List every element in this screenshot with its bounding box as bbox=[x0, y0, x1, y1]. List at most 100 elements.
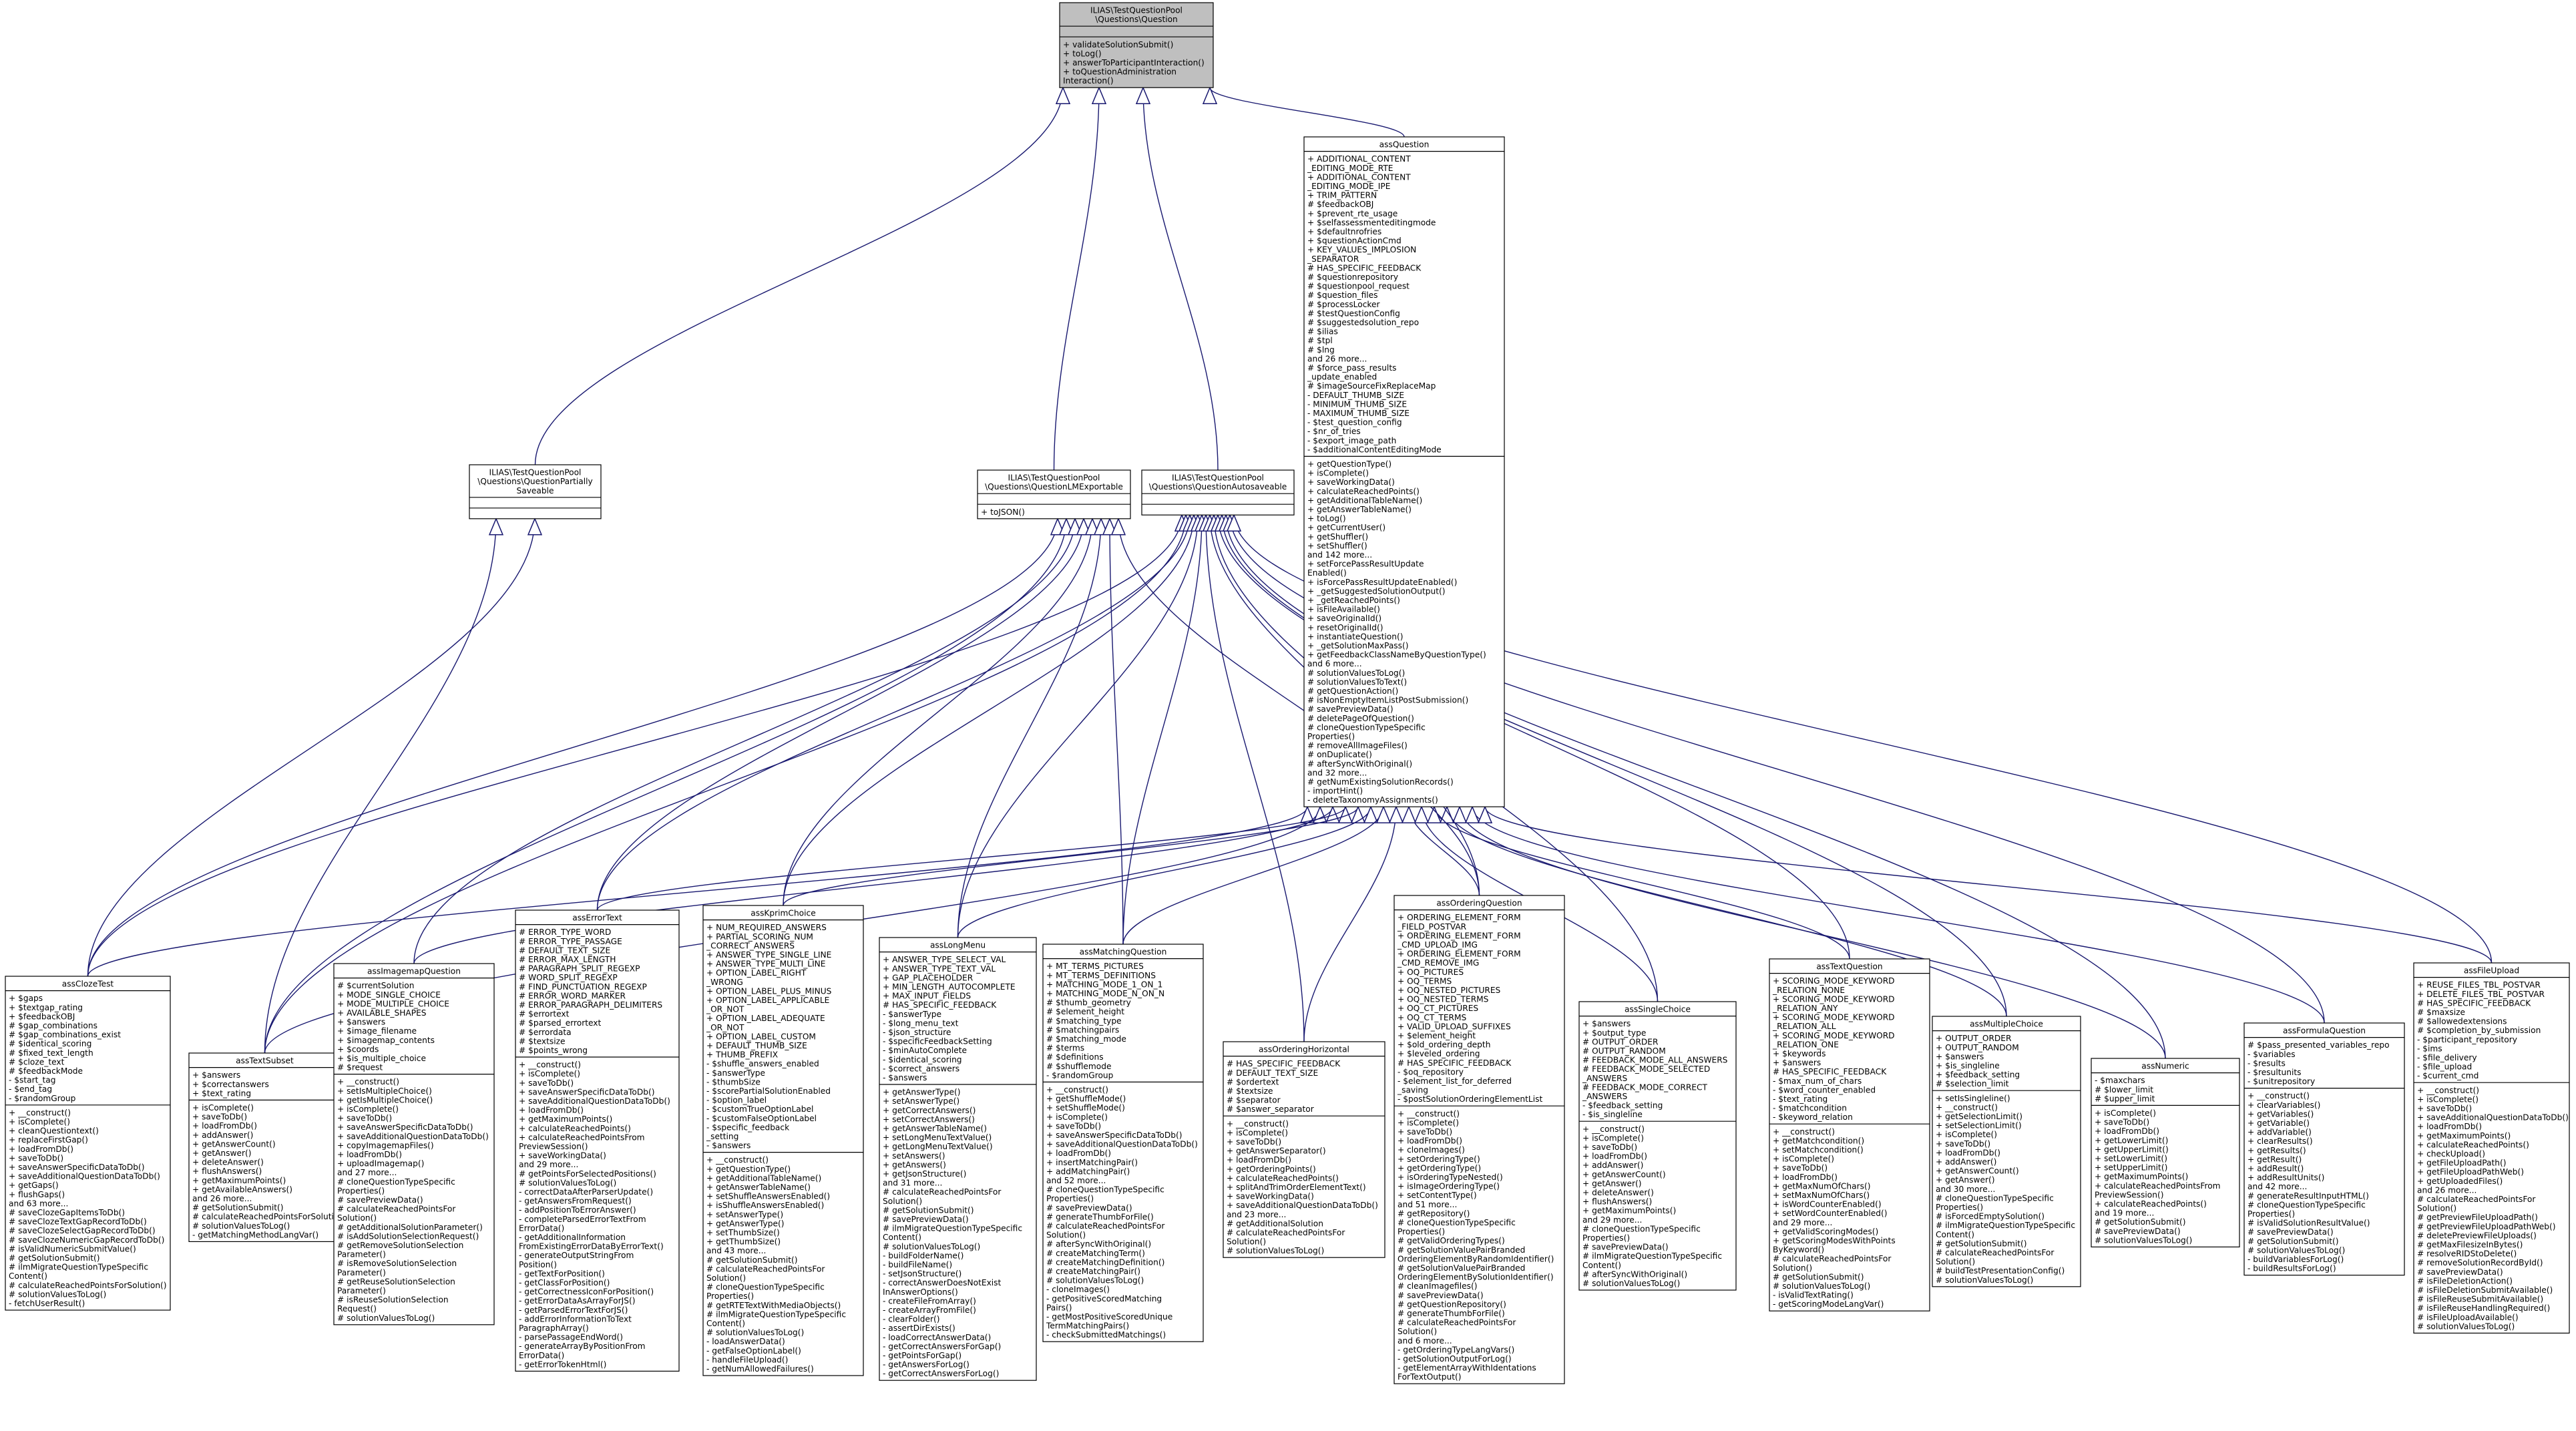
class-attribute: + ANSWER_TYPE_SELECT_VAL bbox=[883, 955, 1006, 964]
class-method: # calculateReachedPointsFor bbox=[337, 1205, 456, 1214]
class-method: # getMaxFilesizeInBytes() bbox=[2417, 1240, 2523, 1249]
class-method: + getOrderingPoints() bbox=[1227, 1165, 1316, 1174]
class-attribute: - MINIMUM_THUMB_SIZE bbox=[1307, 399, 1407, 409]
class-box-assMultipleChoice[interactable]: assMultipleChoice+ OUTPUT_ORDER+ OUTPUT_… bbox=[1932, 1016, 2081, 1287]
class-method: + getAnswer() bbox=[1582, 1179, 1642, 1188]
class-attribute: + $element_height bbox=[1398, 1031, 1476, 1040]
class-method: + getLowerLimit() bbox=[2095, 1136, 2168, 1145]
class-box-assClozeTest[interactable]: assClozeTest+ $gaps+ $textgap_rating+ $f… bbox=[5, 976, 171, 1311]
class-method: - loadCorrectAnswerData() bbox=[883, 1333, 991, 1342]
class-box-assLongMenu[interactable]: assLongMenu+ ANSWER_TYPE_SELECT_VAL+ ANS… bbox=[879, 937, 1037, 1381]
class-box-assMatchingQuestion[interactable]: assMatchingQuestion+ MT_TERMS_PICTURES+ … bbox=[1042, 944, 1204, 1342]
class-attribute: _setting bbox=[706, 1132, 738, 1141]
class-attribute: + MATCHING_MODE_1_ON_1 bbox=[1046, 980, 1162, 989]
class-attribute: - $specific_feedback bbox=[706, 1122, 790, 1132]
class-box-autosaveable[interactable]: ILIAS\TestQuestionPool\Questions\Questio… bbox=[1141, 469, 1295, 516]
inheritance-edge-assKprimChoice-to-autosaveable bbox=[783, 515, 1194, 906]
class-method: + getAnswerCount() bbox=[1936, 1167, 2019, 1176]
class-method: + getMaxNumOfChars() bbox=[1773, 1181, 1870, 1191]
class-box-assQuestion[interactable]: assQuestion+ ADDITIONAL_CONTENT_EDITING_… bbox=[1303, 136, 1505, 807]
class-method: + isImageOrderingType() bbox=[1398, 1182, 1500, 1191]
inheritance-edge-assClozeTest-to-lmExportable bbox=[87, 519, 1058, 977]
class-attribute: # ERROR_WORD_MARKER bbox=[519, 991, 626, 1000]
class-method: # resolveRIDStoDelete() bbox=[2417, 1249, 2517, 1259]
class-method: + isComplete() bbox=[2095, 1108, 2156, 1118]
inheritance-edge-assTextSubset-to-autosaveable bbox=[264, 515, 1187, 1054]
class-method: + saveToDb() bbox=[192, 1112, 247, 1122]
class-attribute: # $ilias bbox=[1307, 327, 1338, 337]
class-method: Properties() bbox=[337, 1186, 385, 1195]
class-box-assTextSubset[interactable]: assTextSubset+ $answers+ $correctanswers… bbox=[188, 1052, 351, 1242]
class-attribute: + NUM_REQUIRED_ANSWERS bbox=[706, 923, 827, 932]
class-box-assSingleChoice[interactable]: assSingleChoice+ $answers+ $output_type#… bbox=[1578, 1001, 1737, 1291]
class-method: # calculateReachedPointsFor bbox=[1398, 1318, 1516, 1327]
class-method: + saveToDb() bbox=[1773, 1163, 1828, 1173]
class-box-assNumeric[interactable]: assNumeric- $maxchars# $lower_limit# $up… bbox=[2091, 1058, 2240, 1247]
class-box-assOrderingQuestion[interactable]: assOrderingQuestion+ ORDERING_ELEMENT_FO… bbox=[1393, 895, 1565, 1384]
class-box-assErrorText[interactable]: assErrorText# ERROR_TYPE_WORD# ERROR_TYP… bbox=[515, 909, 680, 1372]
class-method: + loadFromDb() bbox=[1227, 1155, 1291, 1165]
class-attribute: # ERROR_PARAGRAPH_DELIMITERS bbox=[519, 1000, 662, 1010]
class-method: - generateArrayByPositionFrom bbox=[519, 1342, 646, 1351]
inheritance-edges bbox=[87, 87, 2493, 1059]
class-attribute: + $textgap_rating bbox=[9, 1003, 83, 1012]
class-method: # generateThumbForFile() bbox=[1398, 1309, 1505, 1318]
class-box-frame bbox=[188, 1052, 341, 1242]
class-attribute: - $word_counter_enabled bbox=[1773, 1085, 1876, 1094]
inheritance-edge-partiallySaveable-to-question bbox=[534, 87, 1064, 465]
class-attribute: + SCORING_MODE_KEYWORD bbox=[1773, 994, 1895, 1004]
class-attribute: _EDITING_MODE_RTE bbox=[1307, 164, 1393, 173]
class-method: + getAvailableAnswers() bbox=[192, 1185, 292, 1194]
class-title-line: assOrderingQuestion bbox=[1436, 899, 1522, 908]
class-method: # cloneQuestionTypeSpecific bbox=[706, 1283, 825, 1292]
class-box-assFileUpload[interactable]: assFileUpload+ REUSE_FILES_TBL_POSTVAR+ … bbox=[2413, 962, 2570, 1334]
class-attribute: # $feedbackMode bbox=[9, 1066, 83, 1076]
class-method: + setMatchcondition() bbox=[1773, 1145, 1864, 1155]
class-method: + flushAnswers() bbox=[192, 1167, 262, 1176]
class-method: # isForcedEmptySolution() bbox=[1936, 1212, 2045, 1221]
class-method: + loadFromDb() bbox=[519, 1106, 584, 1115]
class-box-assTextQuestion[interactable]: assTextQuestion+ SCORING_MODE_KEYWORD_RE… bbox=[1769, 958, 1930, 1311]
class-title-line: assClozeTest bbox=[62, 980, 114, 989]
class-attribute: + $is_multiple_choice bbox=[337, 1054, 426, 1063]
class-attribute: - $scorePartialSolutionEnabled bbox=[706, 1086, 831, 1096]
class-method: + getValidScoringModes() bbox=[1773, 1227, 1878, 1236]
class-attribute: # $processLocker bbox=[1307, 300, 1381, 309]
class-attribute: - $long_menu_text bbox=[883, 1018, 959, 1028]
class-box-partiallySaveable[interactable]: ILIAS\TestQuestionPool\Questions\Questio… bbox=[469, 464, 602, 520]
class-method: - getNumAllowedFailures() bbox=[706, 1364, 814, 1374]
class-attribute: + $feedbackOBJ bbox=[9, 1012, 75, 1021]
class-attribute: + OPTION_LABEL_ADEQUATE bbox=[706, 1014, 825, 1023]
class-method: + saveAdditionalQuestionDataToDb() bbox=[1046, 1140, 1198, 1149]
class-method: + instantiateQuestion() bbox=[1307, 632, 1403, 641]
class-box-assFormulaQuestion[interactable]: assFormulaQuestion# $pass_presented_vari… bbox=[2243, 1022, 2405, 1276]
class-method: Content() bbox=[883, 1233, 921, 1242]
class-method: + loadFromDb() bbox=[1398, 1137, 1462, 1146]
class-attribute: + OQ_TERMS bbox=[1398, 976, 1452, 986]
class-method: # cloneQuestionTypeSpecific bbox=[1582, 1224, 1701, 1233]
class-method: + saveOriginalId() bbox=[1307, 614, 1381, 623]
class-method: PreviewSession() bbox=[519, 1142, 588, 1151]
class-method: # cloneQuestionTypeSpecific bbox=[1936, 1193, 2054, 1203]
class-method: Content() bbox=[1936, 1230, 1974, 1239]
class-attribute: # $lng bbox=[1307, 345, 1335, 355]
class-method: + __construct() bbox=[519, 1060, 581, 1070]
class-box-assKprimChoice[interactable]: assKprimChoice+ NUM_REQUIRED_ANSWERS+ PA… bbox=[702, 905, 864, 1376]
class-box-frame bbox=[333, 963, 495, 1325]
class-method: + cloneImages() bbox=[1398, 1145, 1465, 1155]
class-box-frame bbox=[515, 909, 680, 1372]
class-box-assImagemapQuestion[interactable]: assImagemapQuestion# $currentSolution+ M… bbox=[333, 963, 495, 1325]
class-method: - getCorrectAnswersForLog() bbox=[883, 1369, 999, 1378]
class-method: Properties() bbox=[1046, 1194, 1094, 1203]
class-method: # createMatchingTerm() bbox=[1046, 1249, 1145, 1258]
inheritance-edge-assKprimChoice-to-assQuestion bbox=[783, 807, 1358, 906]
class-box-assOrderingHorizontal[interactable]: assOrderingHorizontal# HAS_SPECIFIC_FEED… bbox=[1223, 1041, 1385, 1258]
class-attribute: + $correctanswers bbox=[192, 1080, 269, 1089]
class-box-question[interactable]: ILIAS\TestQuestionPool\Questions\Questio… bbox=[1059, 2, 1214, 88]
class-method: # getNumExistingSolutionRecords() bbox=[1307, 777, 1454, 787]
class-box-frame bbox=[469, 464, 602, 520]
class-box-lmExportable[interactable]: ILIAS\TestQuestionPool\Questions\Questio… bbox=[977, 469, 1131, 520]
class-method: + setCorrectAnswers() bbox=[883, 1114, 975, 1124]
class-attribute: + GAP_PLACEHOLDER bbox=[883, 973, 974, 982]
